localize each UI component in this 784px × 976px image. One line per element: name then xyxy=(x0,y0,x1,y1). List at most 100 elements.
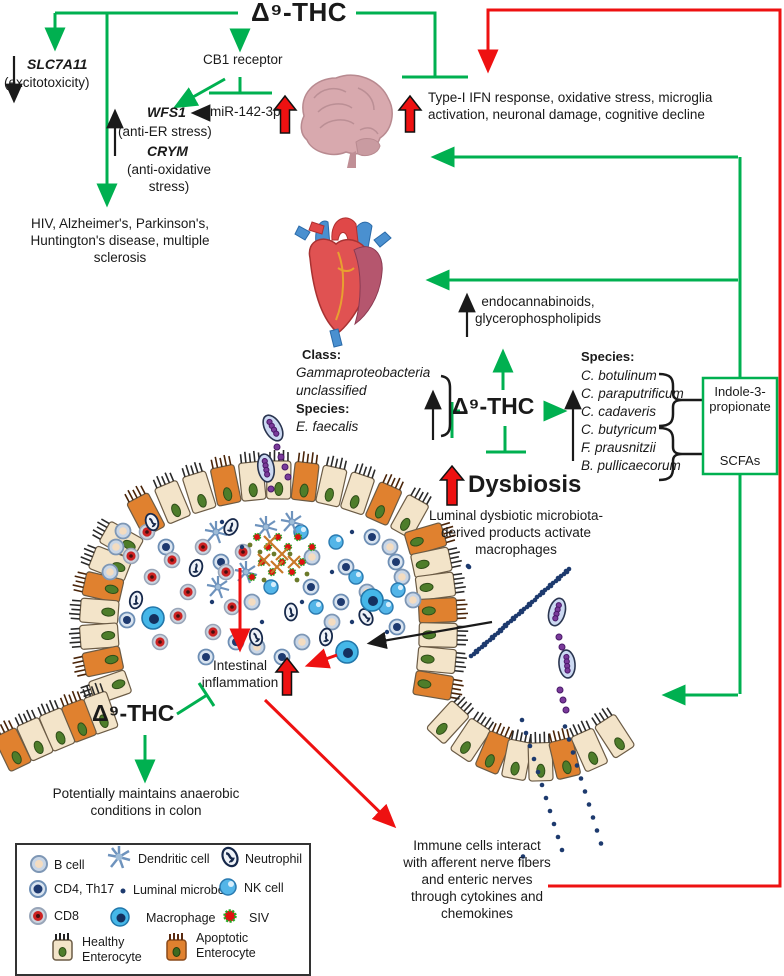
luminal-microbe xyxy=(503,623,509,629)
healthy-enterocyte xyxy=(501,729,533,781)
bacteria-chain xyxy=(273,443,281,451)
e-faecalis-bacterium xyxy=(558,649,576,679)
luminal-microbe xyxy=(543,795,549,801)
up-arrow-inflammation xyxy=(274,656,300,696)
luminal-microbe xyxy=(570,750,576,755)
bracket-scfas xyxy=(658,426,702,482)
macrophage xyxy=(360,588,384,612)
healthy-enterocyte xyxy=(426,694,475,744)
cd4-th17-cell xyxy=(197,648,215,666)
thc-title-top: Δ⁹-THC xyxy=(250,0,348,27)
excitotoxicity-label: (excitotoxicity) xyxy=(4,75,90,90)
luminal-microbe xyxy=(531,756,537,762)
healthy-enterocyte xyxy=(390,487,432,539)
species-label-right: Species: xyxy=(581,349,635,364)
healthy-enterocyte xyxy=(68,622,120,650)
healthy-enterocyte xyxy=(68,597,120,626)
metabolite-box xyxy=(701,376,779,476)
b-cell xyxy=(323,613,341,631)
luminal-microbe xyxy=(259,619,265,625)
apoptotic-enterocyte xyxy=(365,474,404,526)
cd8-cell xyxy=(163,551,181,569)
apoptotic-enterocyte xyxy=(0,720,32,772)
legend-label-nk: NK cell xyxy=(244,881,284,895)
bacteria-chain xyxy=(267,485,275,493)
luminal-microbe xyxy=(482,642,488,648)
luminal-microbe xyxy=(474,649,480,655)
cd4-th17-cell xyxy=(337,558,355,576)
apoptotic-debris xyxy=(257,553,271,567)
bacteria-chain xyxy=(556,686,564,694)
red-connectors xyxy=(229,8,782,888)
legend-label-macrophage: Macrophage xyxy=(146,911,216,925)
indole-propionate-label: Indole-3-propionate xyxy=(709,384,771,414)
lumen-cells xyxy=(101,414,604,859)
cd8-cell xyxy=(234,543,252,561)
dendritic-cell xyxy=(204,521,228,544)
microbe-particle xyxy=(271,551,277,557)
ifn-response-label: Type-I IFN response, oxidative stress, m… xyxy=(428,90,713,122)
intestinal-inflammation-label: Intestinal inflammation xyxy=(201,658,279,690)
nk-cell xyxy=(308,599,324,615)
apoptotic-debris xyxy=(287,555,301,569)
arrow-cb1-to-wfs1 xyxy=(173,77,226,109)
cd4-th17-cell xyxy=(302,578,320,596)
legend-label-dendritic: Dendritic cell xyxy=(138,852,210,866)
b-cell xyxy=(393,568,411,586)
healthy-enterocyte-icon xyxy=(46,930,78,967)
luminal-microbe xyxy=(490,635,496,641)
apoptotic-debris xyxy=(270,560,284,574)
luminal-microbe xyxy=(555,834,561,840)
luminal-products-label: Luminal dysbiotic microbiota-derived pro… xyxy=(428,508,604,557)
bacteria-chain xyxy=(558,643,566,651)
luminal-microbe xyxy=(520,854,526,859)
up-arrow-dysbiosis xyxy=(438,464,466,506)
nk-cell xyxy=(390,582,406,598)
luminal-microbe xyxy=(329,569,335,575)
siv-icon xyxy=(220,906,240,929)
cd8-cell xyxy=(122,547,140,565)
luminal-microbe xyxy=(574,763,580,768)
luminal-microbe xyxy=(209,599,215,605)
cd8-icon xyxy=(27,905,49,930)
tbar-thc-dysbiosis xyxy=(486,426,526,454)
microbe-particle xyxy=(304,571,310,577)
cd4-th17-cell xyxy=(118,611,136,629)
luminal-microbe xyxy=(527,602,533,608)
nk-cell xyxy=(348,569,364,585)
bacteria-chain xyxy=(284,473,292,481)
b-cell xyxy=(107,538,125,556)
class-label: Class: xyxy=(302,347,342,362)
anti-ox-label: (anti-oxidative stress) xyxy=(126,162,212,194)
macrophage xyxy=(335,640,359,664)
dendritic-cell-icon xyxy=(105,843,133,874)
endocannabinoids-label: endocannabinoids, glycerophospholipids xyxy=(474,294,602,326)
bacteria-chain xyxy=(277,453,285,461)
cd8-cell xyxy=(143,568,161,586)
apoptotic-enterocyte xyxy=(290,451,320,503)
siv-particle xyxy=(287,567,297,577)
luminal-microbe xyxy=(519,717,525,723)
healthy-enterocyte xyxy=(410,546,462,579)
healthy-enterocyte xyxy=(414,571,466,601)
apoptotic-debris xyxy=(275,547,289,561)
cb1-receptor-label: CB1 receptor xyxy=(203,52,283,67)
microbe-particle xyxy=(257,549,263,555)
red-block-arrows xyxy=(272,94,466,696)
dendritic-cell xyxy=(280,511,304,534)
luminal-microbe xyxy=(586,802,592,807)
luminal-microbe xyxy=(559,847,565,853)
luminal-microbe xyxy=(566,737,572,742)
arrow-inflammation-to-immune xyxy=(263,698,397,829)
neutrophil xyxy=(188,558,204,578)
microbe-particle xyxy=(287,551,293,557)
apoptotic-enterocyte xyxy=(412,670,464,701)
siv-particle xyxy=(297,557,307,567)
luminal-microbe xyxy=(547,808,553,814)
species-cadaveris: C. cadaveris xyxy=(581,404,657,419)
legend-label-healthy: Healthy Enterocyte xyxy=(82,935,142,964)
nk-cell-icon xyxy=(217,876,239,901)
species-label-left: Species: xyxy=(296,401,350,416)
